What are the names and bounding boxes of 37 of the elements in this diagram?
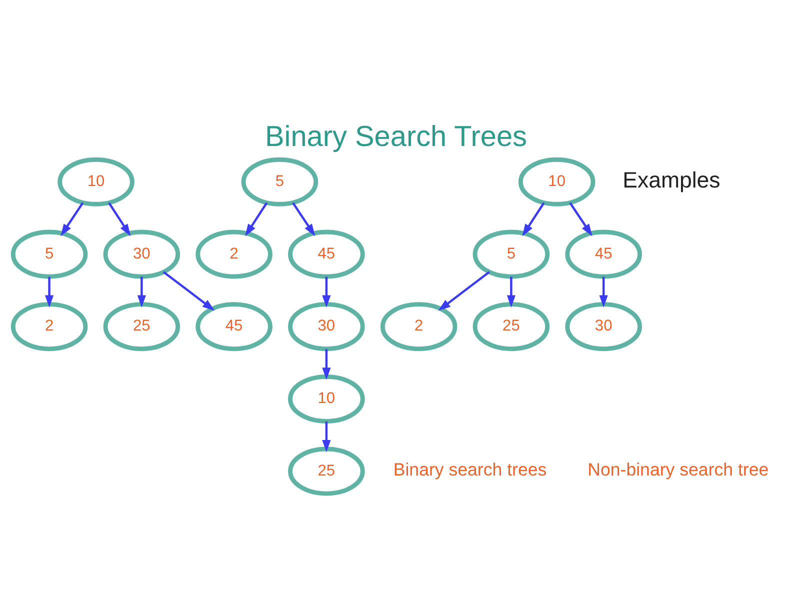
node-ellipse: 30 xyxy=(288,302,365,352)
node-ellipse: 45 xyxy=(288,230,365,279)
node-ellipse: 30 xyxy=(103,230,180,279)
node-ellipse: 25 xyxy=(103,302,180,352)
arrow xyxy=(108,202,131,236)
node-ellipse: 2 xyxy=(196,230,272,279)
node-ellipse: 45 xyxy=(565,230,642,279)
node-ellipse: 2 xyxy=(10,302,88,352)
arrow xyxy=(322,276,331,308)
arrow xyxy=(60,202,84,236)
arrow xyxy=(137,276,146,308)
arrow xyxy=(522,202,545,236)
arrow xyxy=(45,276,54,308)
node-ellipse: 5 xyxy=(472,230,550,279)
arrow xyxy=(322,421,331,452)
arrow xyxy=(599,276,608,308)
arrow xyxy=(245,202,268,236)
arrow xyxy=(162,271,215,311)
node-ellipse: 10 xyxy=(58,157,134,206)
node-ellipse: 30 xyxy=(565,302,642,352)
node-ellipse: 5 xyxy=(241,157,318,206)
arrow xyxy=(322,349,331,380)
diagram-title: Binary Search Trees xyxy=(264,121,528,154)
arrow xyxy=(438,271,490,311)
node-ellipse: 25 xyxy=(472,302,550,352)
node-ellipse: 45 xyxy=(196,302,272,352)
node-ellipse: 25 xyxy=(288,446,365,496)
arrow xyxy=(292,202,316,236)
arrow xyxy=(569,202,592,236)
label: Examples xyxy=(622,167,720,192)
node-ellipse: 10 xyxy=(518,157,596,206)
label: Binary search trees xyxy=(393,460,547,480)
node-ellipse: 5 xyxy=(10,230,88,279)
arrow xyxy=(506,276,516,308)
node-ellipse: 2 xyxy=(380,302,458,352)
label: Non-binary search tree xyxy=(588,460,769,480)
node-ellipse: 10 xyxy=(288,374,365,424)
